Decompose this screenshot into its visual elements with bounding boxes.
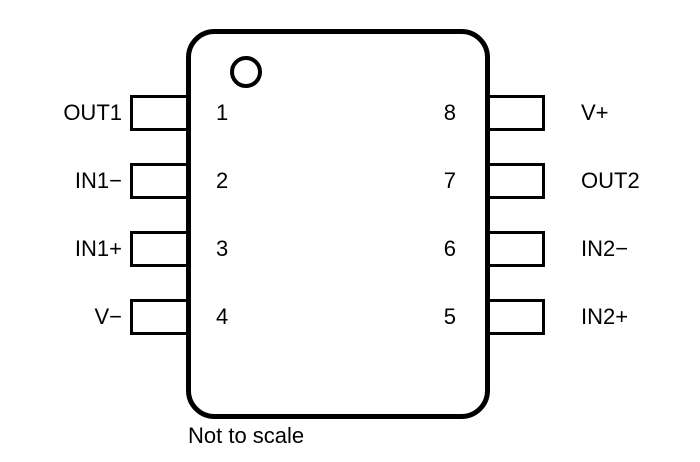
pin-label-v-plus: V+: [581, 100, 609, 125]
pin-lead-3: [130, 231, 190, 267]
pin-lead-1: [130, 95, 190, 131]
pin-label-out2: OUT2: [581, 168, 640, 193]
pin-lead-8: [485, 95, 545, 131]
pin-lead-2: [130, 163, 190, 199]
pin-number-8: 8: [443, 100, 456, 125]
pin1-dot-icon: [230, 56, 262, 88]
pin-lead-5: [485, 299, 545, 335]
pin-number-1: 1: [216, 100, 229, 125]
pin-number-3: 3: [216, 236, 229, 261]
pin-number-4: 4: [216, 304, 229, 329]
pin-label-out1: OUT1: [63, 100, 122, 125]
package-body-outline: [186, 29, 490, 419]
right-pin-leads: [485, 95, 545, 335]
pin-lead-7: [485, 163, 545, 199]
pin-number-7: 7: [443, 168, 456, 193]
pin-lead-6: [485, 231, 545, 267]
pin-label-v-minus: V−: [94, 304, 122, 329]
pin-label-in1-plus: IN1+: [74, 236, 122, 261]
pin-lead-4: [130, 299, 190, 335]
pin-number-5: 5: [443, 304, 456, 329]
pin-label-in2-plus: IN2+: [581, 304, 629, 329]
pin-number-6: 6: [443, 236, 456, 261]
pin-label-in2-minus: IN2−: [581, 236, 629, 261]
scale-caption: Not to scale: [188, 423, 305, 448]
pin-number-2: 2: [216, 168, 229, 193]
left-pin-leads: [130, 95, 190, 335]
pin-label-in1-minus: IN1−: [74, 168, 122, 193]
